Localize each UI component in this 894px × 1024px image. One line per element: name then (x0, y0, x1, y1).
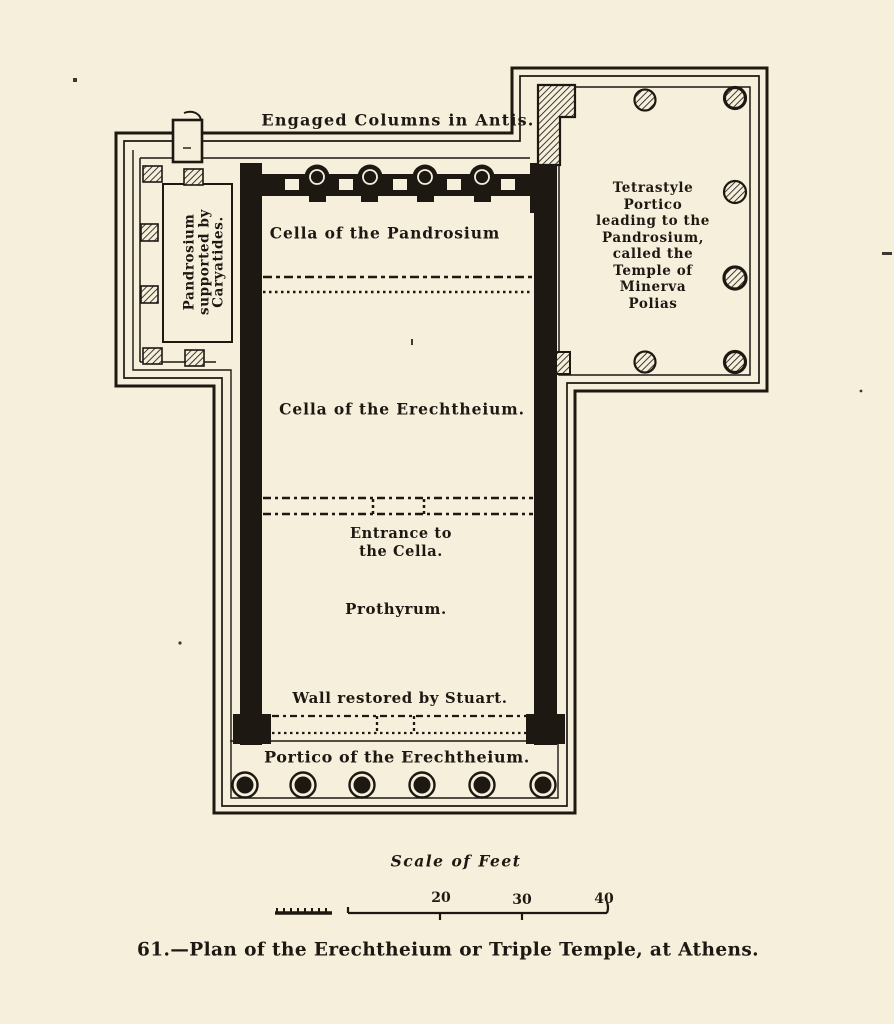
label-prothyrum: Prothyrum. (345, 600, 447, 618)
dashed-partitions (263, 275, 533, 735)
scale-tick-40: 40 (594, 891, 614, 907)
paper-specks (73, 78, 892, 645)
label-entrance-to-cella: Entrance to the Cella. (350, 525, 452, 560)
east-portico-columns (633, 85, 748, 375)
scale-tick-30: 30 (512, 892, 532, 908)
scale-title: Scale of Feet (390, 851, 522, 871)
north-wall-engaged-columns (262, 164, 530, 202)
label-portico-erechtheium: Portico of the Erechtheium. (264, 747, 530, 767)
engaged-column-icons (304, 164, 495, 190)
figure-caption: 61.—Plan of the Erechtheium or Triple Te… (136, 939, 760, 961)
scale-tick-20: 20 (431, 890, 451, 906)
cella-walls (233, 163, 565, 745)
scale-bar (275, 901, 610, 920)
platform-outlines (114, 66, 769, 815)
label-cella-erechtheium: Cella of the Erechtheium. (279, 399, 525, 419)
pandrosium-porch (140, 110, 233, 367)
east-portico-antae (536, 83, 577, 375)
label-tetrastyle-portico: Tetrastyle Portico leading to the Pandro… (596, 180, 710, 312)
south-portico-columns (231, 771, 557, 799)
label-wall-restored: Wall restored by Stuart. (292, 689, 508, 707)
label-cella-pandrosium: Cella of the Pandrosium (269, 223, 501, 243)
label-pandrosium-caryatides: Pandrosium supported by Caryatides. (181, 209, 227, 315)
label-engaged-columns: Engaged Columns in Antis. (261, 110, 535, 130)
